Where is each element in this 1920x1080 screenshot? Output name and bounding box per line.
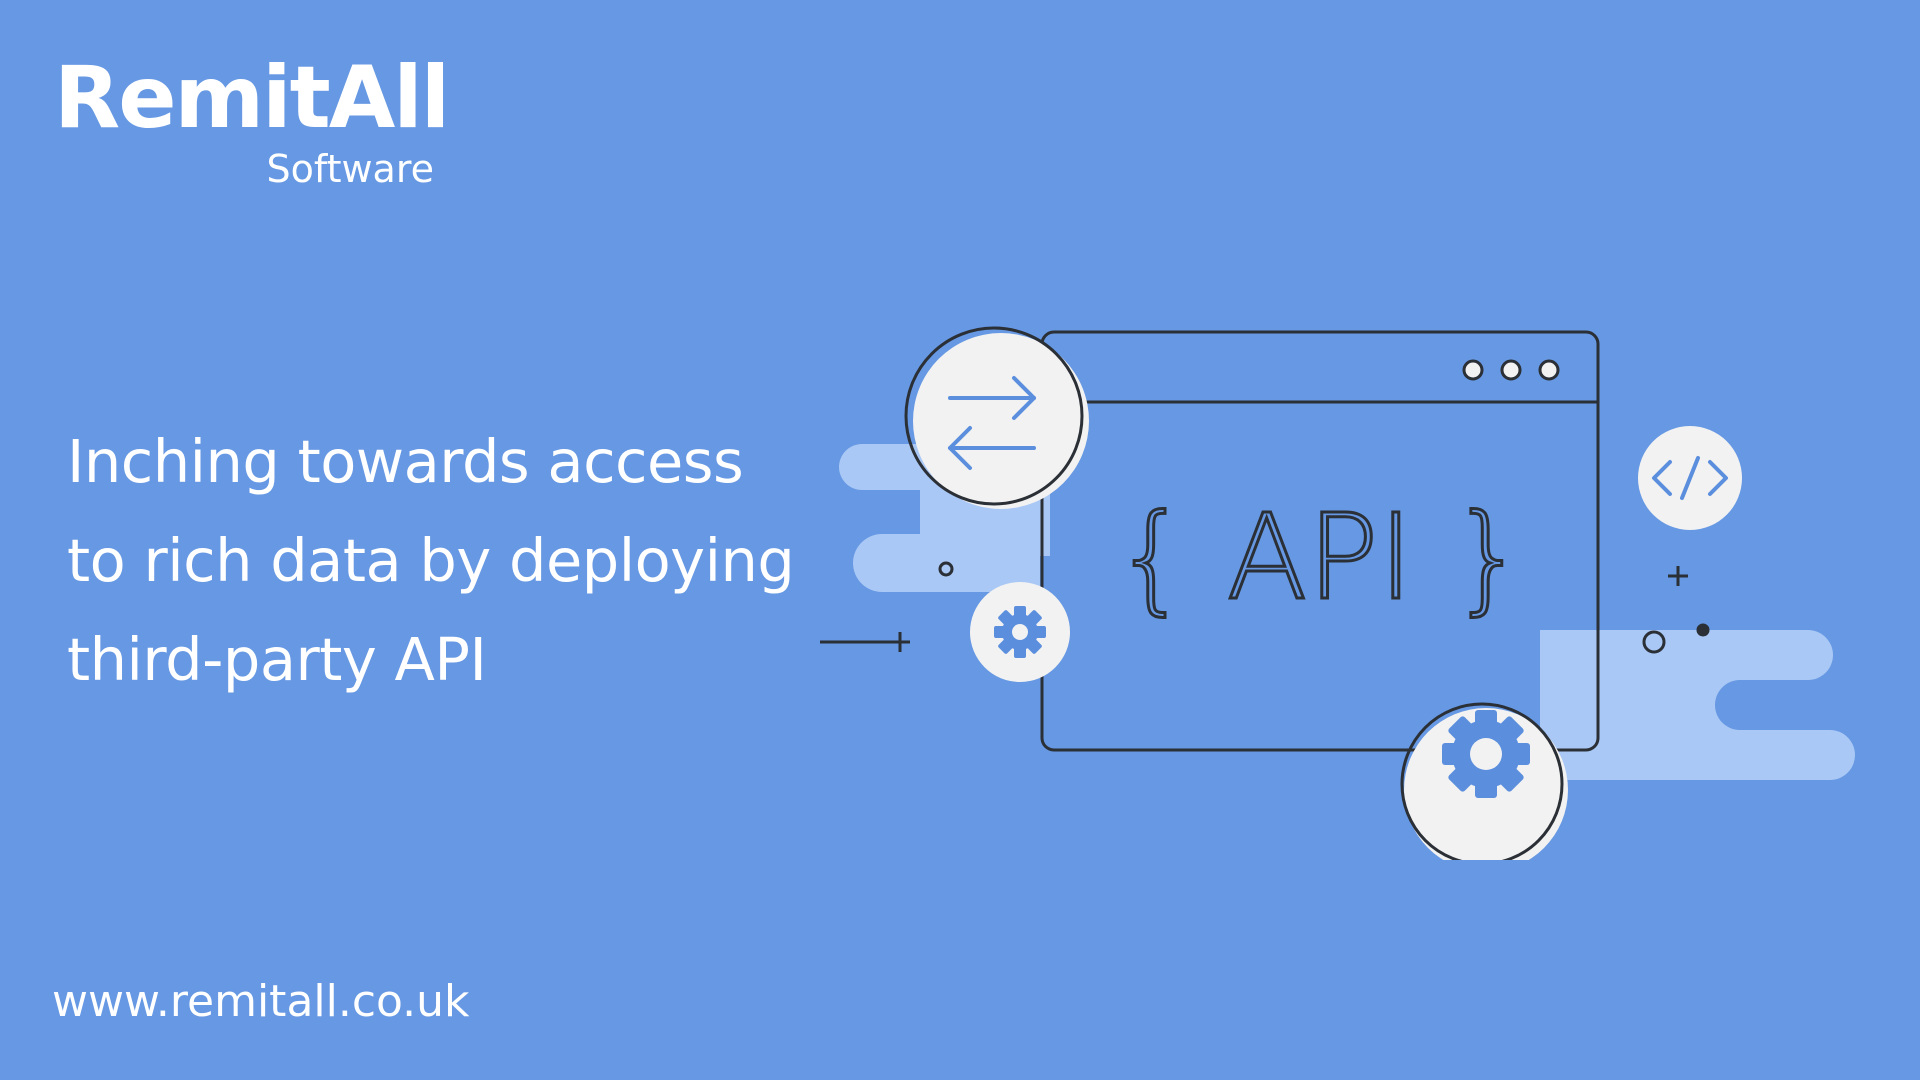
brand-subtitle: Software — [266, 147, 434, 191]
cloud-right — [1540, 630, 1855, 780]
website-url[interactable]: www.remitall.co.uk — [52, 976, 470, 1027]
headline: Inching towards access to rich data by d… — [67, 412, 847, 709]
api-label: { API } — [1114, 488, 1526, 626]
api-illustration: { API } — [820, 326, 1855, 860]
window-dots-icon — [1462, 359, 1560, 381]
headline-line-3: third-party API — [67, 625, 487, 694]
headline-line-2: to rich data by deploying — [67, 526, 795, 595]
large-gear-icon — [1400, 702, 1568, 860]
gear-icon — [970, 582, 1070, 682]
brand-logo: RemitAll Software — [54, 48, 450, 192]
api-window: { API } — [1040, 330, 1600, 752]
code-icon — [1638, 426, 1742, 530]
brand-name: RemitAll — [54, 48, 450, 148]
decorations — [820, 561, 1710, 654]
swap-arrows-icon — [904, 326, 1089, 509]
headline-line-1: Inching towards access — [67, 427, 744, 496]
